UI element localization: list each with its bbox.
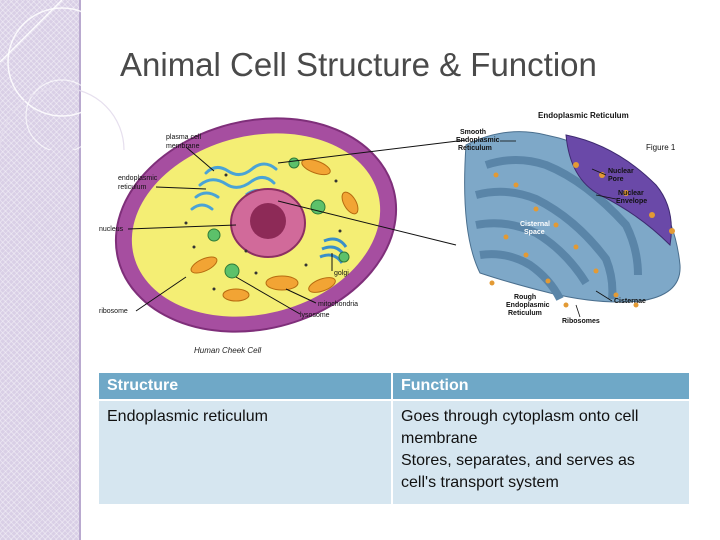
er-smooth-2: Endoplasmic	[456, 137, 500, 144]
er-cisternal-1: Cisternal	[520, 221, 550, 228]
er-nuclear-pore-2: Pore	[608, 176, 624, 183]
er-nuclear-pore-1: Nuclear	[608, 168, 634, 175]
er-smooth-3: Reticulum	[458, 145, 492, 152]
er-smooth-1: Smooth	[460, 129, 486, 136]
cell-structure: Endoplasmic reticulum	[99, 400, 393, 504]
er-title: Endoplasmic Reticulum	[538, 111, 629, 120]
function-line: Goes through cytoplasm onto cell	[401, 408, 639, 425]
er-rough-1: Rough	[514, 294, 536, 301]
function-line: membrane	[401, 430, 478, 447]
er-nuclear-envelope-2: Envelope	[616, 198, 647, 205]
header-function: Function	[392, 373, 689, 401]
er-cisternal-2: Space	[524, 229, 545, 236]
er-rough-3: Reticulum	[508, 310, 542, 317]
header-structure: Structure	[99, 373, 393, 401]
animal-cell	[114, 117, 398, 333]
label-nucleus: nucleus	[99, 226, 124, 233]
function-line: Stores, separates, and serves as	[401, 452, 635, 469]
er-rough-2: Endoplasmic	[506, 302, 550, 309]
slide-title: Animal Cell Structure & Function	[120, 46, 597, 83]
er-cisternae: Cisternae	[614, 298, 646, 305]
table-header-row: Structure Function	[99, 373, 689, 401]
sidebar-pattern	[0, 0, 79, 540]
cell-caption: Human Cheek Cell	[194, 346, 261, 355]
er-ribosomes-label: Ribosomes	[562, 318, 600, 325]
label-ribosome: ribosome	[99, 308, 128, 315]
nucleolus	[250, 203, 286, 239]
label-plasma-membrane-2: membrane	[166, 143, 200, 150]
label-mitochondria: mitochondria	[318, 301, 358, 308]
er-ribosomes	[489, 162, 675, 308]
sidebar-edge	[79, 0, 81, 540]
label-plasma-membrane-1: plasma cell	[166, 134, 201, 141]
label-er-1: endoplasmic	[118, 175, 158, 182]
er-strands	[190, 162, 278, 211]
er-nuclear-envelope-1: Nuclear	[618, 190, 644, 197]
mitochondrion	[265, 275, 299, 291]
table-row: Endoplasmic reticulum Goes through cytop…	[99, 400, 689, 504]
er-pointer-lines	[500, 140, 617, 318]
function-line: cell's transport system	[401, 474, 559, 491]
decorative-circles	[0, 0, 125, 150]
structure-function-table: Structure Function Endoplasmic reticulum…	[99, 373, 689, 504]
ribosome-dots	[184, 173, 342, 291]
label-lysosome: lysosome	[300, 312, 330, 319]
er-figure-label: Figure 1	[646, 143, 676, 152]
cell-pointer-lines	[127, 146, 333, 315]
nuclear-envelope	[565, 134, 672, 247]
label-er-2: reticulum	[118, 184, 147, 191]
cell-diagram: plasma cell membrane endoplasmic reticul…	[99, 111, 681, 355]
label-golgi: golgi	[334, 270, 349, 277]
er-illustration	[464, 131, 681, 308]
lysosome	[224, 263, 240, 279]
cell-function: Goes through cytoplasm onto cell membran…	[392, 400, 689, 504]
connector-lines	[277, 139, 467, 246]
